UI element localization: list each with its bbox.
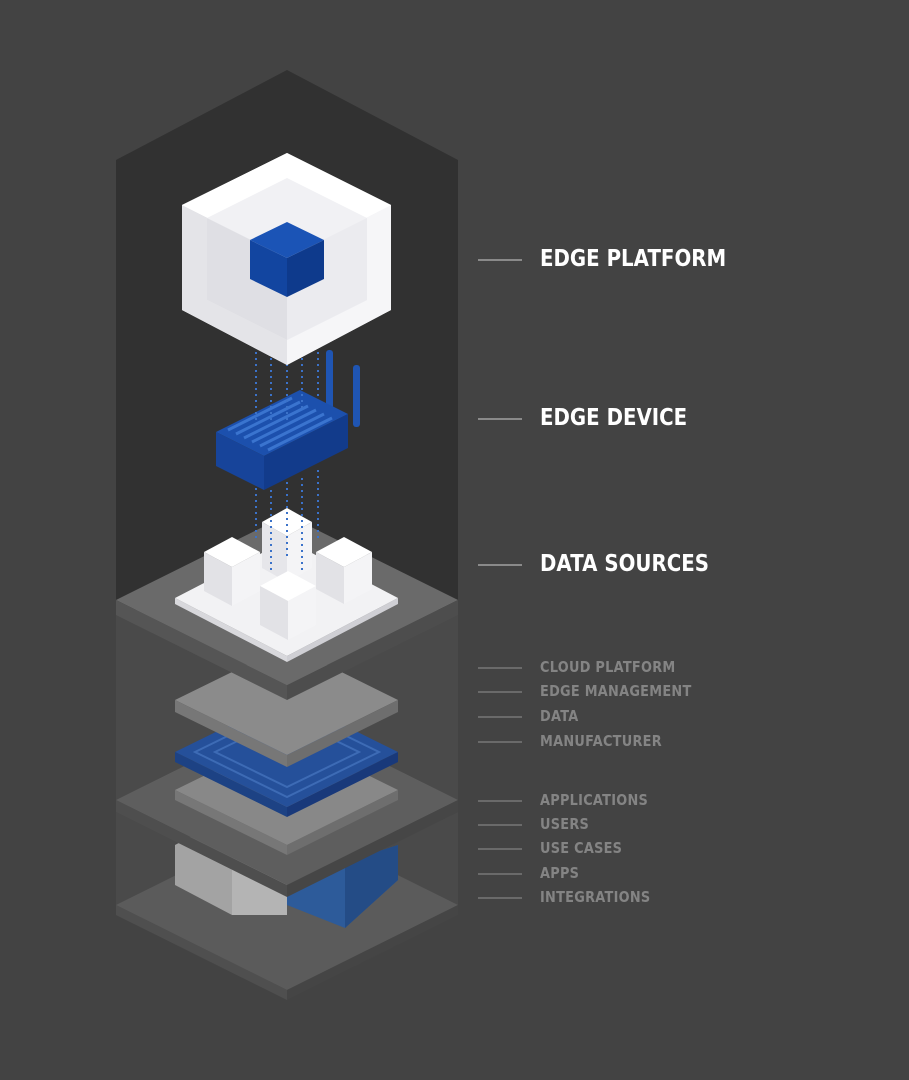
users-tick: [478, 824, 522, 826]
edge-device-router: [216, 350, 360, 490]
label-data: DATA: [540, 707, 579, 725]
data-source-blocks: [204, 508, 372, 640]
label-edge-platform: EDGE PLATFORM: [540, 246, 727, 272]
label-data-sources: DATA SOURCES: [540, 551, 709, 577]
integrations-tick: [478, 897, 522, 899]
label-applications: APPLICATIONS: [540, 791, 649, 809]
edge-management-tick: [478, 691, 522, 693]
edge-platform-tick: [478, 259, 522, 261]
label-apps: APPS: [540, 864, 580, 882]
data-tick: [478, 716, 522, 718]
label-integrations: INTEGRATIONS: [540, 888, 651, 906]
data-sources-tick: [478, 564, 522, 566]
label-edge-device: EDGE DEVICE: [540, 405, 688, 431]
label-edge-management: EDGE MANAGEMENT: [540, 682, 692, 700]
use-cases-tick: [478, 848, 522, 850]
label-use-cases: USE CASES: [540, 839, 623, 857]
apps-tick: [478, 873, 522, 875]
label-cloud-platform: CLOUD PLATFORM: [540, 658, 676, 676]
applications-tick: [478, 800, 522, 802]
manufacturer-tick: [478, 741, 522, 743]
label-manufacturer: MANUFACTURER: [540, 732, 662, 750]
data-flow-lines-upper: [255, 352, 319, 420]
cloud-platform-tick: [478, 667, 522, 669]
edge-platform-cube: [182, 153, 391, 365]
label-users: USERS: [540, 815, 590, 833]
edge-device-tick: [478, 418, 522, 420]
